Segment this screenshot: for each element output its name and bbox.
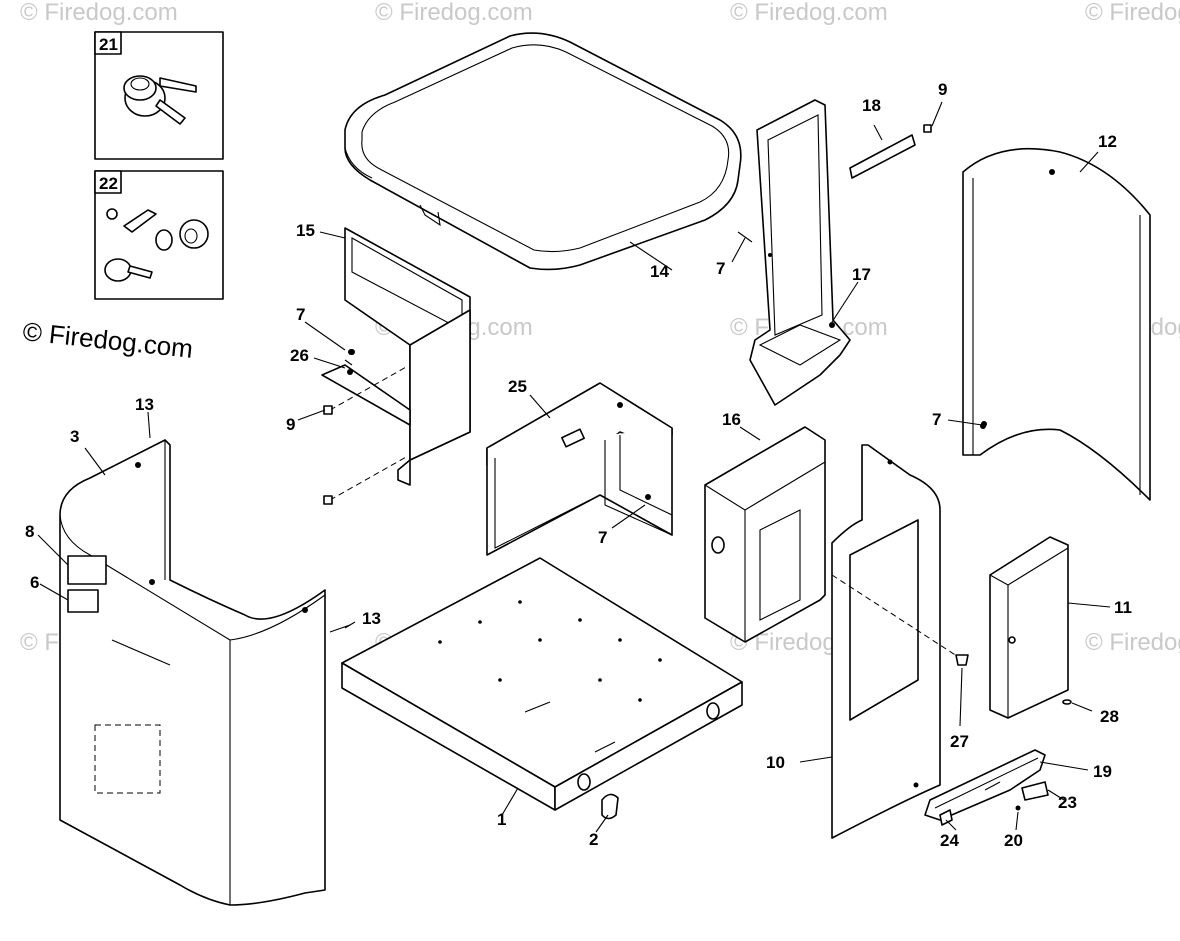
- part-12-rear-panel: [962, 147, 1151, 501]
- callouts: 1 2 3 6 8 13 13 7 26 9 15 25 7 14 7 18 9…: [25, 80, 1132, 850]
- callout-26: 26: [290, 346, 309, 365]
- callout-27: 27: [950, 732, 969, 751]
- callout-15: 15: [296, 221, 315, 240]
- callout-7: 7: [932, 410, 941, 429]
- watermark-text: © Firedog.com: [1085, 629, 1180, 656]
- corner-watermark: © Firedog.com: [21, 316, 194, 364]
- watermark-text: © Firedog.com: [375, 0, 533, 26]
- watermark-text: © Firedog.com: [730, 0, 888, 26]
- callout-1: 1: [497, 810, 506, 829]
- part-3-enclosure: [59, 439, 326, 906]
- callout-20: 20: [1004, 831, 1023, 850]
- part-11-panel: [989, 536, 1069, 719]
- watermark-text: © Firedog.com: [20, 0, 178, 26]
- callout-7: 7: [598, 528, 607, 547]
- part-25-frame: [486, 382, 673, 556]
- part-2-plug: [601, 793, 619, 820]
- inset-label: 21: [99, 35, 118, 54]
- callout-23: 23: [1058, 793, 1077, 812]
- inset-label: 22: [99, 174, 118, 193]
- callout-16: 16: [722, 410, 741, 429]
- callout-18: 18: [862, 96, 881, 115]
- callout-10: 10: [766, 753, 785, 772]
- callout-14: 14: [650, 262, 669, 281]
- part-18-strip: [849, 134, 916, 179]
- callout-11: 11: [1114, 598, 1132, 617]
- leader-lines: [37, 101, 1111, 833]
- part-1-base-pan: [341, 557, 743, 811]
- callout-6: 6: [30, 573, 39, 592]
- part-15-bracket: [321, 227, 471, 486]
- callout-9: 9: [938, 80, 947, 99]
- callout-7: 7: [296, 305, 305, 324]
- part-16-control-box: [704, 426, 826, 643]
- inset-22-lock: 22: [94, 170, 224, 300]
- part-14-top-cover: [344, 32, 742, 271]
- part-17-duct: [749, 99, 851, 406]
- part-28-washer: [1062, 699, 1072, 705]
- watermark-text: © Firedog.com: [1085, 0, 1180, 26]
- callout-13: 13: [362, 609, 381, 628]
- callout-24: 24: [940, 831, 959, 850]
- callout-8: 8: [25, 522, 34, 541]
- callout-13: 13: [135, 395, 154, 414]
- callout-3: 3: [70, 427, 79, 446]
- part-9-nut: [923, 124, 932, 133]
- part-19-bracket-strip: [924, 749, 1046, 821]
- callout-28: 28: [1100, 707, 1119, 726]
- inset-21-keys: 21: [94, 31, 224, 160]
- callout-19: 19: [1093, 762, 1112, 781]
- callout-7: 7: [716, 259, 725, 278]
- callout-17: 17: [852, 265, 871, 284]
- callout-2: 2: [589, 830, 598, 849]
- callout-9: 9: [286, 415, 295, 434]
- callout-12: 12: [1098, 132, 1117, 151]
- part-10-door: [831, 444, 941, 839]
- callout-25: 25: [508, 377, 527, 396]
